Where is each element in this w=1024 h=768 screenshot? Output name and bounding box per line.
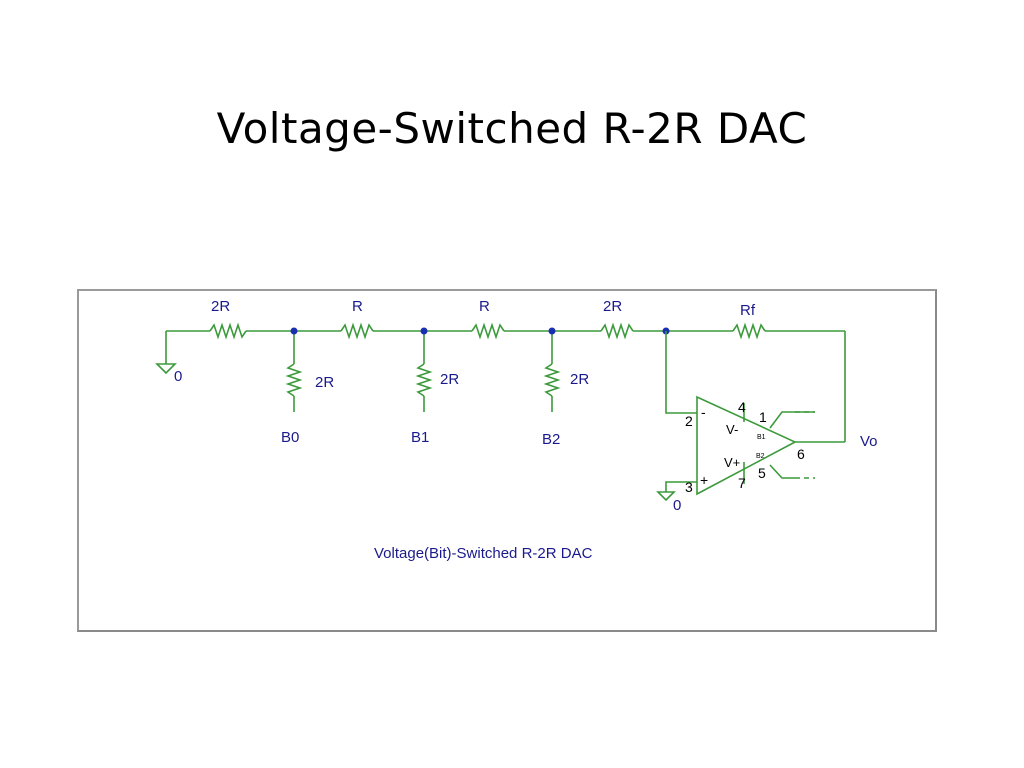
shunt-label: 2R <box>440 371 459 388</box>
resistor-label: R <box>352 298 363 315</box>
resistor-rf <box>732 322 766 340</box>
b1-pin-label: B1 <box>757 434 766 441</box>
vplus-label: V+ <box>724 455 740 470</box>
noninv-sign: + <box>700 472 708 488</box>
shunt-label: 2R <box>570 371 589 388</box>
inv-sign: - <box>701 404 706 420</box>
junction-node <box>290 327 298 335</box>
pin-label: 5 <box>758 465 766 481</box>
op-amp <box>665 395 815 496</box>
b2-pin-label: B2 <box>756 453 765 460</box>
resistor-2r-series-b <box>600 322 634 340</box>
shunt-label: 2R <box>315 374 334 391</box>
resistor-r-series-b <box>471 322 505 340</box>
resistor-label: 2R <box>603 298 622 315</box>
resistor-r-series-a <box>340 322 374 340</box>
bit-input-label: B2 <box>542 431 560 448</box>
resistor-label: R <box>479 298 490 315</box>
pin-label: 2 <box>685 413 693 429</box>
pin-label: 7 <box>738 475 746 491</box>
shunt-resistor-b2 <box>543 331 561 412</box>
junction-node <box>548 327 556 335</box>
resistor-2r-series-a <box>209 322 247 340</box>
ground-label: 0 <box>673 497 681 514</box>
pin-label: 4 <box>738 399 746 415</box>
ground-symbol-left <box>155 331 177 375</box>
slide-title: Voltage-Switched R-2R DAC <box>216 104 808 153</box>
output-label: Vo <box>860 433 878 450</box>
junction-node <box>420 327 428 335</box>
resistor-label: 2R <box>211 298 230 315</box>
shunt-resistor-b1 <box>415 331 433 412</box>
pin-label: 6 <box>797 446 805 462</box>
ladder-wires <box>166 322 846 443</box>
pin-label: 1 <box>759 409 767 425</box>
ground-label: 0 <box>174 368 182 385</box>
vminus-label: V- <box>726 422 738 437</box>
feedback-resistor-label: Rf <box>740 302 756 319</box>
bit-input-label: B0 <box>281 429 299 446</box>
schematic-caption: Voltage(Bit)-Switched R-2R DAC <box>374 545 593 562</box>
pin-label: 3 <box>685 479 693 495</box>
bit-input-label: B1 <box>411 429 429 446</box>
ground-symbol-right <box>656 491 676 502</box>
shunt-resistor-b0 <box>285 331 303 412</box>
schematic-frame <box>77 289 937 632</box>
